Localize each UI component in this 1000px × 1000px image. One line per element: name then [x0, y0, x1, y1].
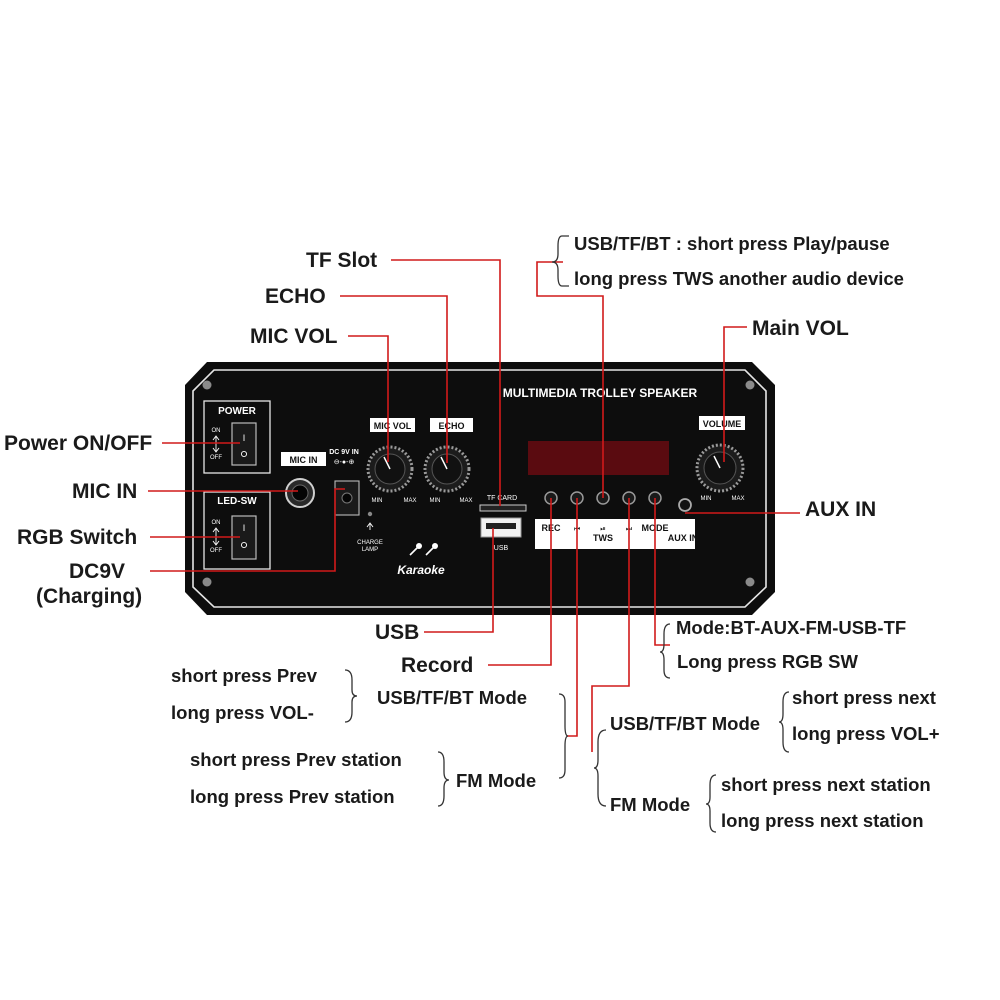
- callout-record: Record: [401, 654, 473, 677]
- svg-text:LED-SW: LED-SW: [217, 496, 257, 507]
- screw-icon: [202, 380, 212, 390]
- svg-text:MAX: MAX: [731, 496, 744, 502]
- callout-play-short: USB/TF/BT : short press Play/pause: [574, 233, 890, 254]
- svg-text:ON: ON: [212, 520, 221, 526]
- main-volume-knob[interactable]: [695, 443, 745, 493]
- aux-in-jack[interactable]: [678, 498, 692, 512]
- power-rocker-switch[interactable]: [231, 422, 257, 466]
- speaker-panel: MULTIMEDIA TROLLEY SPEAKER POWER ON OFF …: [185, 362, 775, 615]
- callout-next-mode-fm: FM Mode: [610, 794, 690, 815]
- callout-charging: (Charging): [36, 585, 142, 608]
- svg-text:⊖-●-⊕: ⊖-●-⊕: [334, 459, 355, 466]
- callout-mode-line2: Long press RGB SW: [677, 651, 858, 672]
- callout-echo: ECHO: [265, 285, 326, 308]
- callout-usb: USB: [375, 621, 419, 644]
- callout-prev-short: short press Prev: [171, 665, 318, 686]
- svg-text:TWS: TWS: [593, 533, 613, 543]
- svg-text:MIN: MIN: [372, 498, 383, 504]
- callout-next-long: long press VOL+: [792, 723, 940, 744]
- callout-prev-station-long: long press Prev station: [190, 786, 395, 807]
- callout-main-vol: Main VOL: [752, 317, 849, 340]
- control-buttons: [544, 491, 692, 512]
- leader-lines: [148, 259, 800, 752]
- button-legend-strip: [535, 519, 695, 549]
- screw-icon: [202, 577, 212, 587]
- mic-in-tag: MIC IN: [290, 455, 318, 465]
- callout-next-station-long: long press next station: [721, 810, 924, 831]
- charge-lamp-led: [367, 511, 373, 517]
- svg-text:OFF: OFF: [210, 548, 222, 554]
- karaoke-logo: Karaoke: [397, 543, 445, 577]
- mic-vol-tag: MIC VOL: [374, 421, 412, 431]
- callout-dc9v: DC9V: [69, 560, 125, 583]
- callout-prev-long: long press VOL-: [171, 702, 314, 723]
- svg-text:MAX: MAX: [403, 498, 416, 504]
- callout-next-station-short: short press next station: [721, 774, 931, 795]
- callout-next-mode-usb: USB/TF/BT Mode: [610, 713, 760, 734]
- callout-prev-station-short: short press Prev station: [190, 749, 402, 770]
- svg-text:USB: USB: [494, 545, 509, 552]
- tf-card-slot[interactable]: [479, 504, 527, 512]
- callout-prev-mode-usb: USB/TF/BT Mode: [377, 687, 527, 708]
- svg-text:I: I: [243, 523, 246, 533]
- braces: [344, 235, 790, 833]
- callout-labels: TF Slot ECHO MIC VOL Power ON/OFF MIC IN…: [4, 233, 940, 831]
- callout-rgb-switch: RGB Switch: [17, 526, 137, 549]
- svg-text:DC 9V IN: DC 9V IN: [329, 449, 359, 456]
- play-pause-icon: ⏯: [600, 526, 606, 533]
- callout-power: Power ON/OFF: [4, 432, 152, 455]
- svg-text:POWER: POWER: [218, 406, 257, 417]
- echo-knob[interactable]: [423, 445, 471, 493]
- svg-text:AUX IN: AUX IN: [668, 533, 699, 543]
- svg-text:OFF: OFF: [210, 455, 222, 461]
- power-switch-box: POWER ON OFF I: [203, 400, 271, 474]
- svg-text:ON: ON: [212, 428, 221, 434]
- callout-tf-slot: TF Slot: [306, 249, 377, 272]
- rgb-rocker-switch[interactable]: [231, 515, 257, 560]
- callout-mic-vol: MIC VOL: [250, 325, 338, 348]
- dc-jack[interactable]: [334, 480, 360, 516]
- svg-text:I: I: [243, 433, 246, 443]
- callout-mic-in: MIC IN: [72, 480, 137, 503]
- svg-text:MIN: MIN: [430, 498, 441, 504]
- led-switch-box: LED-SW ON OFF I: [203, 491, 271, 570]
- svg-text:MIN: MIN: [701, 496, 712, 502]
- svg-text:TF CARD: TF CARD: [487, 495, 517, 502]
- mic-vol-knob[interactable]: [366, 445, 414, 493]
- volume-tag: VOLUME: [703, 419, 742, 429]
- svg-text:LAMP: LAMP: [362, 547, 378, 553]
- svg-text:MAX: MAX: [459, 498, 472, 504]
- callout-aux-in: AUX IN: [805, 498, 876, 521]
- svg-text:Karaoke: Karaoke: [397, 563, 445, 577]
- screw-icon: [745, 380, 755, 390]
- charge-lamp-label: CHARGE: [357, 540, 383, 546]
- callout-prev-mode-fm: FM Mode: [456, 770, 536, 791]
- echo-tag: ECHO: [438, 421, 464, 431]
- callout-next-short: short press next: [792, 687, 936, 708]
- panel-title: MULTIMEDIA TROLLEY SPEAKER: [503, 386, 698, 400]
- callout-mode-line1: Mode:BT-AUX-FM-USB-TF: [676, 617, 906, 638]
- screw-icon: [745, 577, 755, 587]
- mic-jack[interactable]: [285, 478, 315, 508]
- led-display: [528, 441, 669, 475]
- callout-play-long: long press TWS another audio device: [574, 268, 904, 289]
